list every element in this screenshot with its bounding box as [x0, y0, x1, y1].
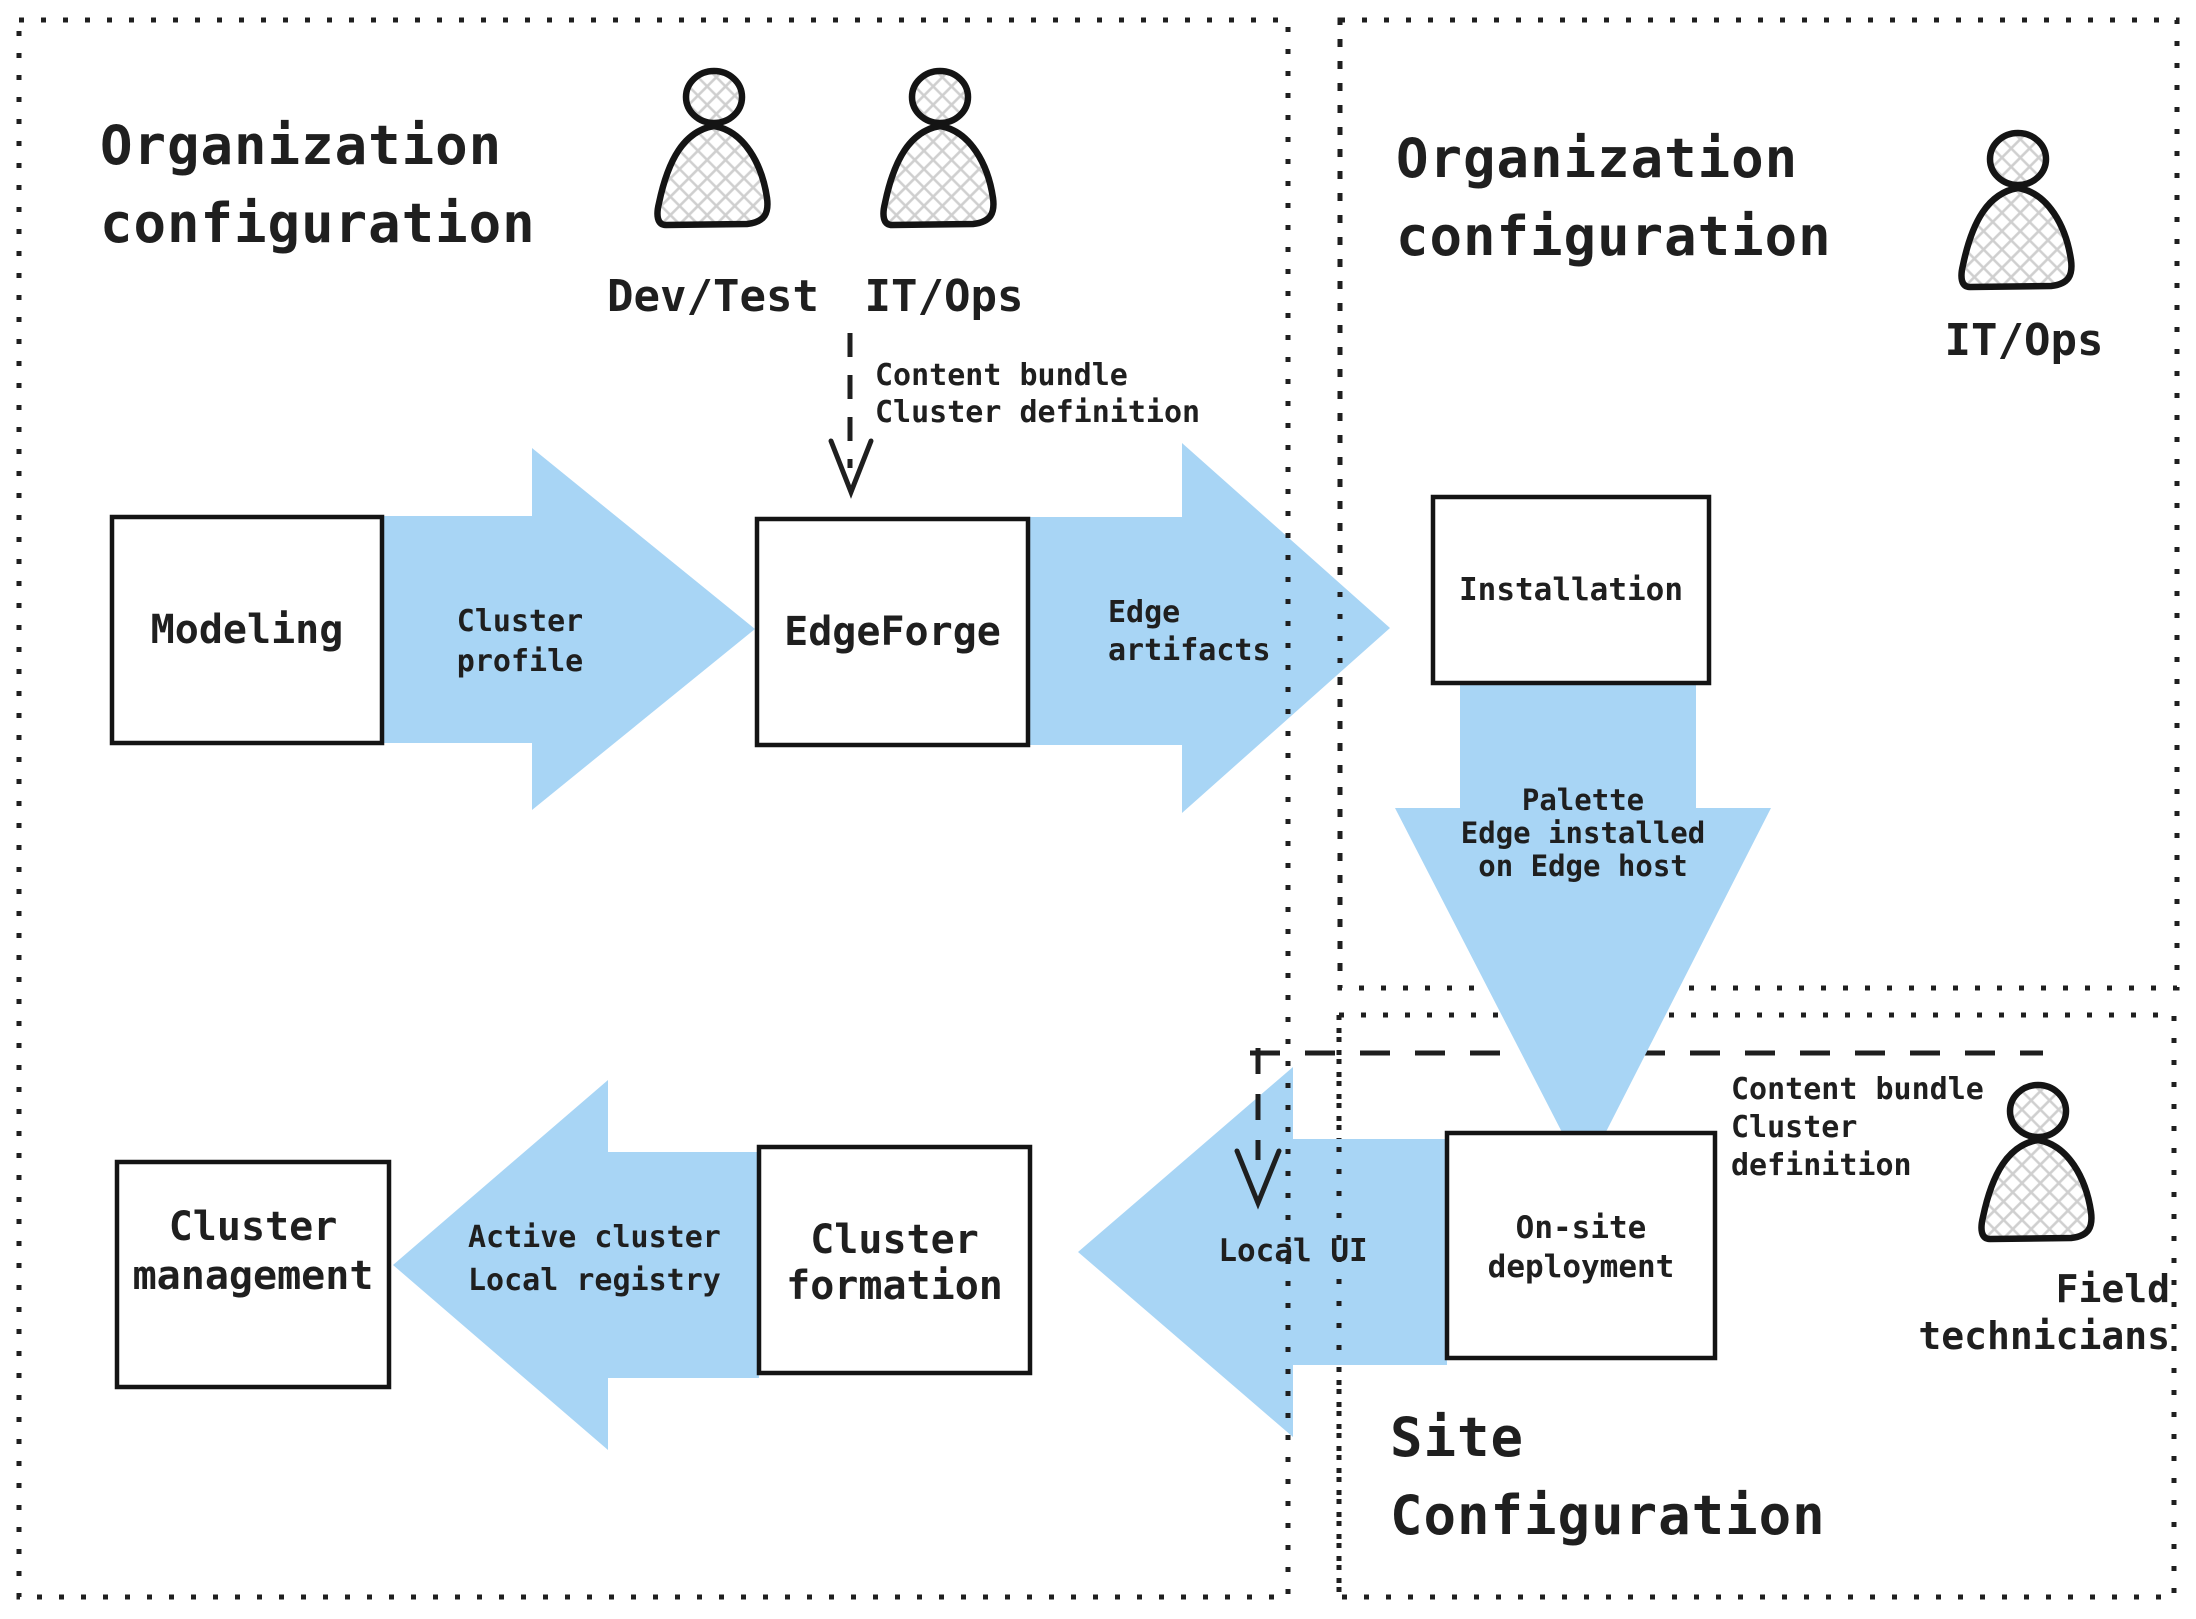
field-tech-arrowhead-icon	[1234, 1148, 1282, 1210]
org-config-right-title: Organization configuration	[1396, 127, 1832, 268]
edgeforge-node-box	[754, 516, 1031, 748]
palette-edge-installed-arrow	[1395, 683, 1771, 1175]
edgeforge-node-label: EdgeForge	[784, 609, 1001, 655]
site-config-title: Site Configuration	[1390, 1406, 1826, 1547]
it-ops-left-label: IT/Ops	[864, 271, 1024, 322]
local-ui-arrow	[1078, 1067, 1447, 1437]
it-ops-right-person-icon	[1961, 133, 2071, 287]
dev-test-person-icon	[657, 71, 767, 225]
onsite-deployment-node-label: On-site deployment	[1487, 1210, 1675, 1285]
it-ops-left-person-icon	[883, 71, 993, 225]
cluster-profile-arrow	[382, 448, 755, 810]
cluster-formation-node-label: Cluster formation	[786, 1217, 1003, 1309]
active-cluster-label: Active cluster Local registry	[468, 1220, 721, 1298]
cluster-management-node-box	[114, 1159, 392, 1390]
edge-artifacts-label: Edge artifacts	[1108, 595, 1271, 668]
org-config-left-region-border	[16, 17, 1291, 1600]
edge-artifacts-arrow	[1028, 443, 1390, 813]
cluster-management-node-label: Cluster management	[132, 1204, 374, 1299]
modeling-node-label: Modeling	[150, 607, 344, 653]
installation-node-box	[1430, 494, 1712, 686]
site-config-region-border	[1336, 1012, 2177, 1600]
palette-edge-installed-label: Palette Edge installed on Edge host	[1460, 783, 1706, 883]
onsite-deployment-node-box	[1444, 1130, 1718, 1361]
local-ui-label: Local UI	[1218, 1233, 1368, 1269]
org-config-left-title: Organization configuration	[100, 114, 536, 255]
modeling-node-box	[109, 514, 385, 746]
dev-test-label: Dev/Test	[607, 271, 819, 322]
active-cluster-arrow	[393, 1080, 759, 1450]
it-ops-right-label: IT/Ops	[1944, 315, 2104, 366]
content-bundle-top-label: Content bundle Cluster definition	[875, 358, 1201, 430]
cluster-formation-node-box	[756, 1144, 1033, 1376]
installation-node-label: Installation	[1459, 572, 1683, 608]
content-bundle-site-label: Content bundle Cluster definition	[1731, 1072, 1984, 1183]
cluster-profile-label: Cluster profile	[456, 604, 584, 679]
field-technicians-label: Field technicians	[1918, 1267, 2170, 1358]
content-bundle-arrowhead-icon	[828, 438, 874, 499]
